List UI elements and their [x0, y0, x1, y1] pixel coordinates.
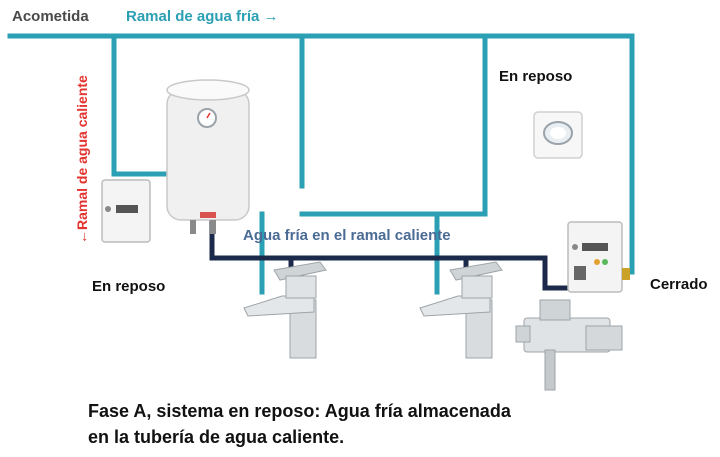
hot-main-pipe	[209, 215, 571, 291]
button-status: En reposo	[499, 68, 573, 85]
cold-drop-3	[299, 33, 488, 217]
faucet-icon-2	[419, 261, 503, 359]
wall-button-icon	[533, 111, 583, 159]
caption-line-1: Fase A, sistema en reposo: Agua fría alm…	[88, 401, 511, 421]
cold-branch-label: Ramal de agua fría →	[126, 8, 279, 25]
caption-line-2: en la tubería de agua caliente.	[88, 427, 345, 447]
faucet-icon	[243, 261, 327, 359]
recirculation-module-icon-right	[567, 221, 630, 293]
shower-mixer-icon	[515, 299, 623, 391]
cold-in-hot-branch-label: Agua fría en el ramal caliente	[243, 227, 451, 244]
acometida-label: Acometida	[12, 8, 89, 25]
hot-branch-label: ←Ramal de agua caliente	[74, 75, 90, 244]
caption: Fase A, sistema en reposo: Agua fría alm…	[88, 398, 511, 450]
water-heater-icon	[166, 79, 250, 234]
module-status-right: Cerrado	[650, 276, 708, 293]
module-status-left: En reposo	[92, 278, 166, 295]
recirculation-module-icon	[101, 179, 151, 243]
